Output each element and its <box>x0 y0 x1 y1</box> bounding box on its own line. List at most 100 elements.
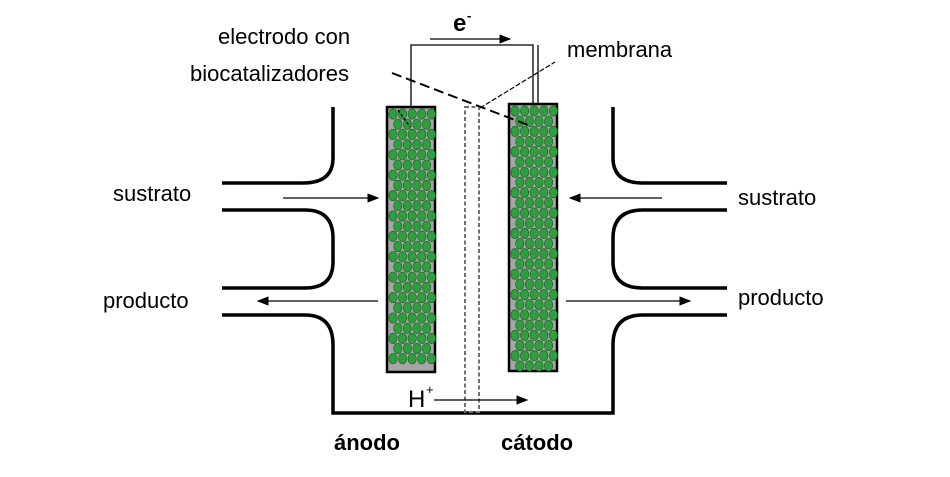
biocatalyst-particle <box>407 149 417 161</box>
biocatalyst-particle <box>510 125 520 137</box>
biocatalyst-particle <box>534 176 544 188</box>
proton-label-superscript: + <box>426 382 434 397</box>
biocatalyst-particle <box>412 343 422 355</box>
biocatalyst-particle <box>417 271 427 283</box>
biocatalyst-particle <box>426 251 436 263</box>
biocatalyst-particle <box>539 207 549 219</box>
biocatalyst-particle <box>402 159 412 171</box>
biocatalyst-particle <box>548 289 558 301</box>
biocatalyst-particle <box>393 322 403 334</box>
biocatalyst-particle <box>529 105 539 117</box>
electrode-label-line2: biocatalizadores <box>190 61 349 86</box>
membrane-leader-line <box>479 61 556 109</box>
right-chamber-middle-wall <box>611 208 727 290</box>
biocatalyst-particle <box>422 281 432 293</box>
biocatalyst-particle <box>520 187 530 199</box>
biocatalyst-particle <box>510 350 520 362</box>
biocatalyst-particle <box>422 179 432 191</box>
biocatalyst-particle <box>515 258 525 270</box>
electrode-leader-line <box>391 72 529 126</box>
biocatalyst-particle <box>548 248 558 260</box>
biocatalyst-particle <box>417 210 427 222</box>
biocatalyst-particle <box>388 149 398 161</box>
biocatalyst-particle <box>524 156 534 168</box>
biocatalyst-particle <box>422 159 432 171</box>
biocatalyst-particle <box>529 350 539 362</box>
anode-label: ánodo <box>334 430 400 455</box>
biocatalyst-particle <box>544 340 554 352</box>
biocatalyst-particle <box>412 200 422 212</box>
biocatalyst-particle <box>520 146 530 158</box>
biocatalyst-particle <box>529 146 539 158</box>
biocatalyst-particle <box>534 156 544 168</box>
biocatalyst-particle <box>548 125 558 137</box>
biocatalyst-particle <box>407 353 417 365</box>
biocatalyst-particle <box>402 343 412 355</box>
biocatalyst-particle <box>398 169 408 181</box>
biocatalyst-particle <box>515 156 525 168</box>
biocatalyst-particle <box>402 179 412 191</box>
biocatalyst-particle <box>534 238 544 250</box>
biocatalyst-particle <box>529 125 539 137</box>
biocatalyst-particle <box>515 238 525 250</box>
biocatalyst-particle <box>398 251 408 263</box>
biocatalyst-particle <box>548 268 558 280</box>
biocatalyst-particle <box>388 292 398 304</box>
biocatalyst-particle <box>544 319 554 331</box>
biocatalyst-particle <box>524 176 534 188</box>
biocatalyst-particle <box>520 125 530 137</box>
substrate-left-label: sustrato <box>113 181 191 206</box>
biocatalyst-particle <box>539 289 549 301</box>
biocatalyst-particle <box>388 210 398 222</box>
biocatalyst-particle <box>520 207 530 219</box>
biocatalyst-particle <box>398 230 408 242</box>
biocatalyst-particle <box>510 289 520 301</box>
electron-label-superscript: - <box>467 8 471 23</box>
biocatalyst-particle <box>524 340 534 352</box>
biocatalyst-particle <box>422 200 432 212</box>
biocatalyst-particle <box>417 149 427 161</box>
biocatalyst-particle <box>388 108 398 120</box>
biocatalyst-particle <box>388 169 398 181</box>
biocatalyst-particle <box>407 251 417 263</box>
biocatalyst-particle <box>426 149 436 161</box>
biocatalyst-particle <box>412 302 422 314</box>
biocatalyst-particle <box>534 258 544 270</box>
biocatalyst-particle <box>510 166 520 178</box>
biocatalyst-particle <box>398 332 408 344</box>
biocatalyst-particle <box>426 210 436 222</box>
biocatalyst-particle <box>544 360 554 372</box>
biocatalyst-particle <box>524 360 534 372</box>
biocatalyst-particle <box>524 238 534 250</box>
biocatalyst-particle <box>510 146 520 158</box>
biocatalyst-particle <box>398 108 408 120</box>
biocatalyst-particle <box>539 166 549 178</box>
biocatalyst-particle <box>422 118 432 130</box>
biocatalyst-particle <box>548 309 558 321</box>
biocatalyst-particle <box>534 340 544 352</box>
biocatalyst-particle <box>417 108 427 120</box>
biocatalyst-particle <box>524 217 534 229</box>
biocatalyst-particle <box>393 159 403 171</box>
biocatalyst-particle <box>417 251 427 263</box>
biocatalyst-particle <box>510 248 520 260</box>
biocatalyst-particle <box>402 261 412 273</box>
biocatalyst-particle <box>402 281 412 293</box>
biocatalyst-particle <box>393 200 403 212</box>
biocatalyst-particle <box>524 299 534 311</box>
biocatalyst-particle <box>426 332 436 344</box>
biocatalyst-particle <box>402 139 412 151</box>
biocatalyst-particle <box>534 360 544 372</box>
biocatalyst-particle <box>422 139 432 151</box>
biocatalyst-particle <box>534 278 544 290</box>
biocatalyst-particle <box>539 309 549 321</box>
biocatalyst-particle <box>417 169 427 181</box>
biocatalyst-particle <box>398 312 408 324</box>
biocatalyst-particle <box>510 329 520 341</box>
product-left-label: producto <box>103 288 189 313</box>
biocatalyst-particle <box>412 139 422 151</box>
membrane-strip <box>464 106 480 413</box>
biocatalyst-particle <box>534 319 544 331</box>
biocatalyst-particle <box>426 190 436 202</box>
biocatalyst-particle <box>529 227 539 239</box>
